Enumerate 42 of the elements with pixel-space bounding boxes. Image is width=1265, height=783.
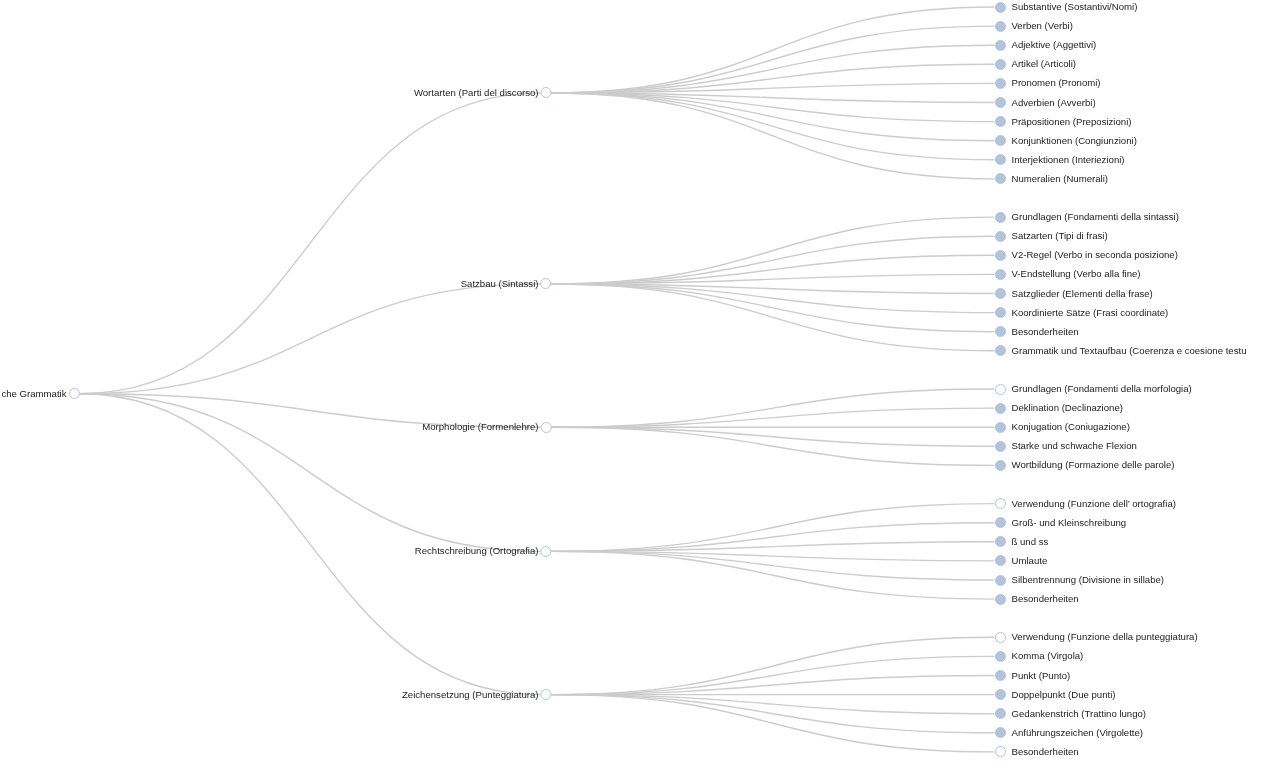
node-label: Numeralien (Numerali) <box>1011 172 1108 185</box>
node-label: Doppelpunkt (Due punti) <box>1011 688 1116 701</box>
node-label: Substantive (Sostantivi/Nomi) <box>1011 1 1138 13</box>
node-label: Morphologie (Formenlehre) <box>422 421 539 434</box>
node-label: Verben (Verbi) <box>1011 20 1073 33</box>
node-label: Adjektive (Aggettivi) <box>1011 39 1097 52</box>
node-label: Koordinierte Sätze (Frasi coordinate) <box>1011 306 1169 319</box>
node-label: Pronomen (Pronomi) <box>1011 77 1101 90</box>
node-label: Grammatik und Textaufbau (Coerenza e coesione testu <box>1011 344 1247 357</box>
node-label: Konjugation (Coniugazione) <box>1011 421 1130 434</box>
node-label: Umlaute <box>1011 554 1048 567</box>
node-label: Anführungszeichen (Virgolette) <box>1011 726 1144 739</box>
node-label: Komma (Virgola) <box>1011 650 1084 663</box>
node-label: Verwendung (Funzione della punteggiatura) <box>1011 631 1198 644</box>
node-label: Grundlagen (Fondamenti della morfologia) <box>1011 383 1192 395</box>
node-label: Wortbildung (Formazione delle parole) <box>1011 459 1175 472</box>
node-label: Präpositionen (Preposizioni) <box>1011 115 1132 128</box>
node-label: Interjektionen (Interiezioni) <box>1011 153 1125 166</box>
node-label: Deklination (Declinazione) <box>1011 402 1123 415</box>
node-label: V2-Regel (Verbo in seconda posizione) <box>1011 249 1178 262</box>
node-label: Groß- und Kleinschreibung <box>1011 516 1127 529</box>
node-label: Artikel (Articoli) <box>1011 58 1076 71</box>
node-label: Satzbau (Sintassi) <box>460 277 539 290</box>
node-label: Punkt (Punto) <box>1011 669 1071 682</box>
node-label: Grundlagen (Fondamenti della sintassi) <box>1011 211 1179 224</box>
node-label: Verwendung (Funzione dell’ ortografia) <box>1011 497 1176 510</box>
node-label: Satzarten (Tipi di frasi) <box>1011 230 1108 243</box>
node-label: Adverbien (Avverbi) <box>1011 96 1096 109</box>
node-label: V-Endstellung (Verbo alla fine) <box>1011 268 1141 281</box>
node-label: che Grammatik <box>1 387 67 400</box>
node-label: Gedankenstrich (Trattino lungo) <box>1011 707 1147 720</box>
node-label: Silbentrennung (Divisione in sillabe) <box>1011 574 1165 586</box>
node-label: Besonderheiten <box>1011 325 1079 338</box>
node-label: Rechtschreibung (Ortografia) <box>414 545 539 558</box>
node-label: Konjunktionen (Congiunzioni) <box>1011 134 1137 147</box>
node-label: Besonderheiten <box>1011 745 1079 758</box>
node-label: Satzglieder (Elementi della frase) <box>1011 287 1153 300</box>
node-label: Zeichensetzung (Punteggiatura) <box>401 688 539 701</box>
node-label: Besonderheiten <box>1011 593 1079 606</box>
node-label: Wortarten (Parti del discorso) <box>413 86 539 99</box>
node-label: Starke und schwache Flexion <box>1011 440 1137 453</box>
node-label: ß und ss <box>1011 535 1049 548</box>
